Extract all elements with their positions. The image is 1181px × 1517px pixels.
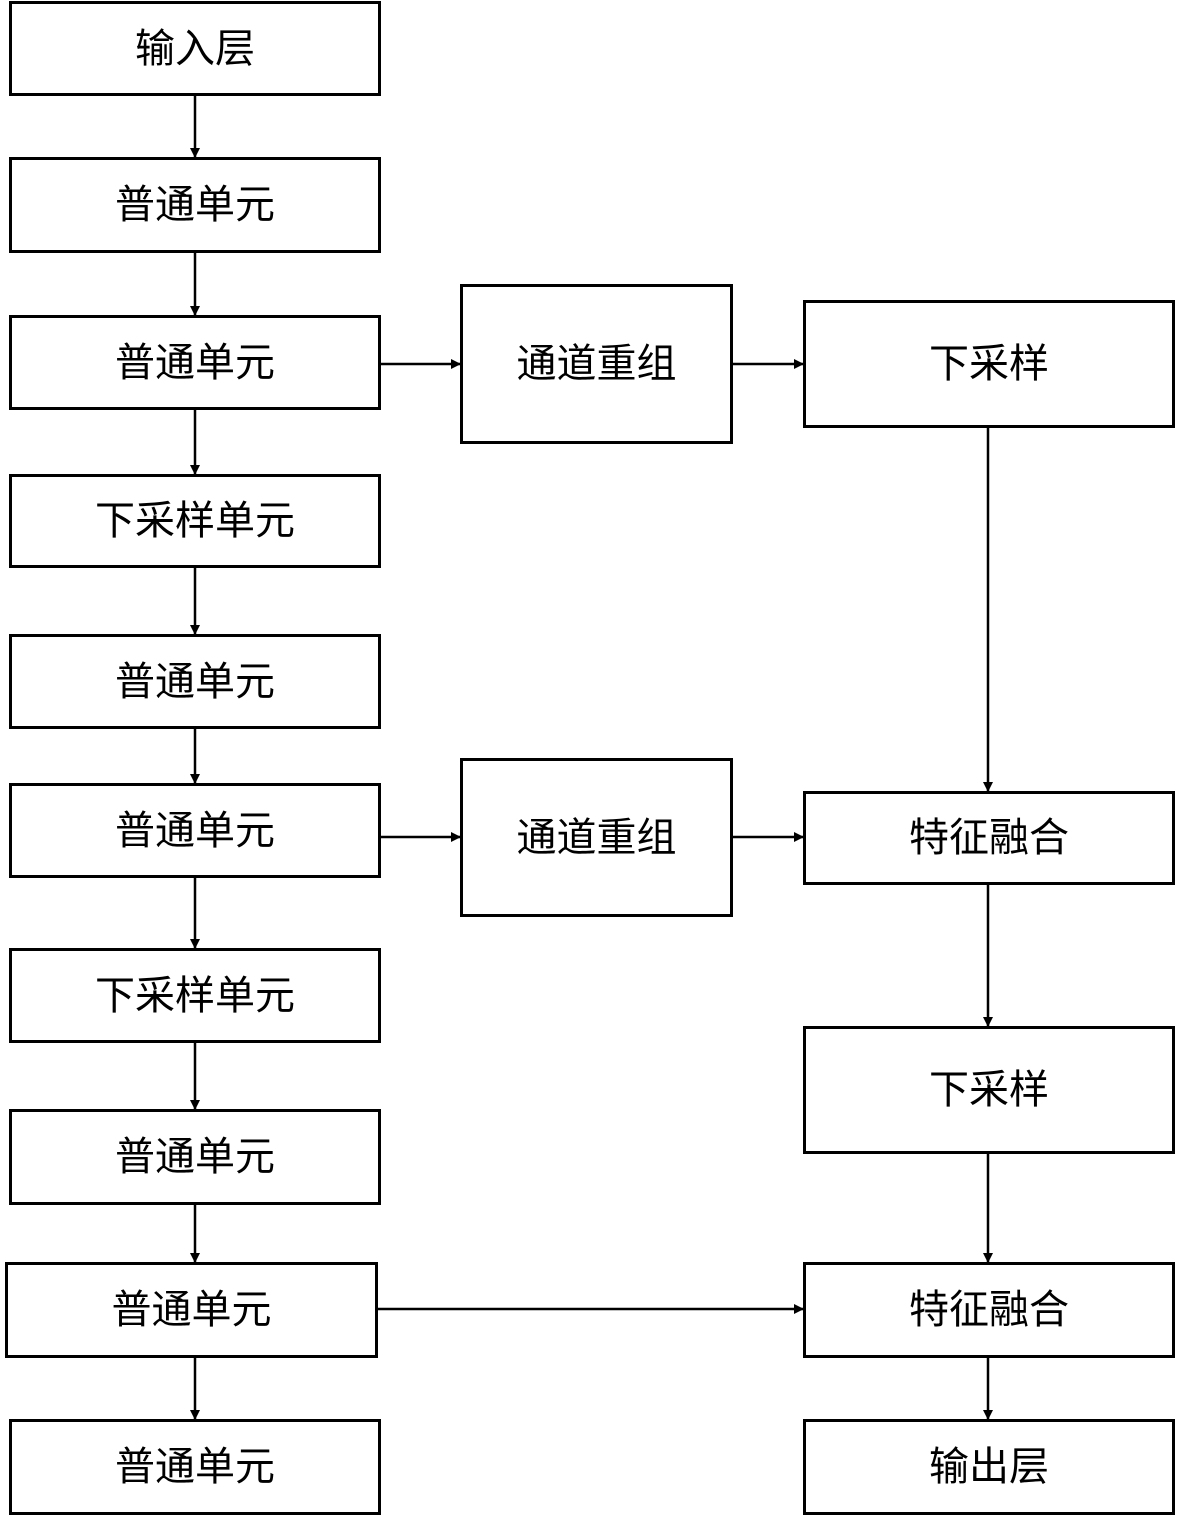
normal-unit-box-7: 普通单元 [9, 1419, 381, 1515]
feature-fusion-box-2: 特征融合 [803, 1262, 1175, 1358]
downsample-box-2: 下采样 [803, 1026, 1175, 1154]
normal-unit-box-2: 普通单元 [9, 315, 381, 410]
normal-unit-box-6: 普通单元 [5, 1262, 378, 1358]
downsample-unit-box-1: 下采样单元 [9, 474, 381, 568]
channel-shuffle-box-1: 通道重组 [460, 284, 733, 444]
normal-unit-box-3: 普通单元 [9, 634, 381, 729]
channel-shuffle-box-2: 通道重组 [460, 758, 733, 917]
normal-unit-box-1: 普通单元 [9, 157, 381, 253]
normal-unit-box-5: 普通单元 [9, 1109, 381, 1205]
downsample-unit-box-2: 下采样单元 [9, 948, 381, 1043]
input-layer-box: 输入层 [9, 1, 381, 96]
downsample-box-1: 下采样 [803, 300, 1175, 428]
output-layer-box: 输出层 [803, 1419, 1175, 1515]
feature-fusion-box-1: 特征融合 [803, 791, 1175, 885]
normal-unit-box-4: 普通单元 [9, 783, 381, 878]
